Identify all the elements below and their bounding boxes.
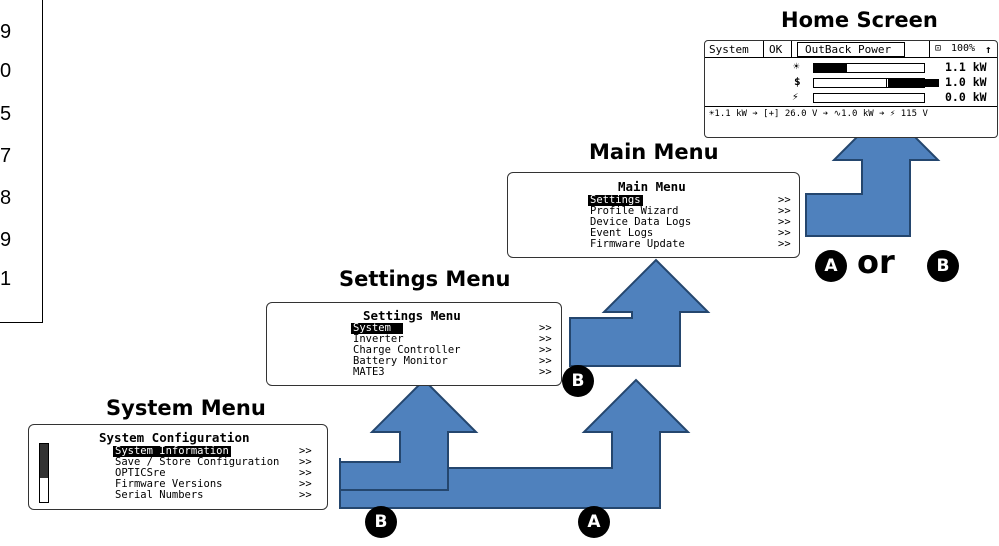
scrollbar[interactable] <box>39 443 49 503</box>
list-number: 7 <box>0 145 12 167</box>
menu-item-event-logs[interactable]: Event Logs <box>590 227 654 239</box>
submenu-arrow: >> <box>299 445 312 457</box>
solar-bar <box>813 63 925 73</box>
dollar-bar <box>813 78 939 88</box>
menu-item-device-data-logs[interactable]: Device Data Logs <box>590 216 692 228</box>
submenu-arrow: >> <box>778 227 791 239</box>
menu-item-save-store-configuration[interactable]: Save / Store Configuration <box>115 456 280 468</box>
submenu-arrow: >> <box>539 344 552 356</box>
settings-menu-display: Settings Menu System Inverter Charge Con… <box>266 302 562 386</box>
dollar-bar-fill <box>888 79 939 87</box>
menu-item-serial-numbers[interactable]: Serial Numbers <box>115 489 204 501</box>
submenu-arrow: >> <box>299 467 312 479</box>
submenu-arrow: >> <box>778 194 791 206</box>
submenu-arrow: >> <box>539 355 552 367</box>
badge-b: B <box>927 250 959 282</box>
list-number: 0 <box>0 60 12 82</box>
dollar-value: 1.0 kW <box>945 75 987 89</box>
up-arrow-icon: ↑ <box>985 43 992 56</box>
list-number: 9 <box>0 21 12 43</box>
arrow-b-system-to-settings <box>339 378 479 491</box>
status-cell: OK <box>769 43 783 56</box>
list-number: 8 <box>0 187 12 209</box>
home-screen-label: Home Screen <box>781 8 938 32</box>
submenu-arrow: >> <box>539 333 552 345</box>
badge-a: A <box>578 506 610 538</box>
load-bar <box>813 93 925 103</box>
badge-b: B <box>562 365 594 397</box>
menu-item-opticsre[interactable]: OPTICSre <box>115 467 166 479</box>
submenu-arrow: >> <box>778 205 791 217</box>
menu-item-system[interactable]: System <box>351 323 403 334</box>
system-cell: System <box>709 43 749 56</box>
menu-item-profile-wizard[interactable]: Profile Wizard <box>590 205 679 217</box>
submenu-arrow: >> <box>299 456 312 468</box>
sun-icon: ☀ <box>793 60 800 73</box>
submenu-arrow: >> <box>778 238 791 250</box>
home-screen-display: System OK OutBack Power ⊡ 100% ↑ ☀ 1.1 k… <box>704 40 998 138</box>
settings-menu-title: Settings Menu <box>363 308 461 323</box>
partial-number-list: 9 0 5 7 8 9 1 <box>0 0 43 323</box>
menu-item-inverter[interactable]: Inverter <box>353 333 404 345</box>
load-value: 0.0 kW <box>945 90 987 104</box>
solar-bar-fill <box>814 64 847 72</box>
submenu-arrow: >> <box>299 489 312 501</box>
list-number: 5 <box>0 103 12 125</box>
system-menu-display: System Configuration System Information … <box>28 424 328 510</box>
system-menu-label: System Menu <box>106 396 266 420</box>
list-number: 1 <box>0 268 12 290</box>
brand-cell: OutBack Power <box>805 43 892 56</box>
battery-icon: ⊡ <box>935 43 942 54</box>
menu-item-settings[interactable]: Settings <box>588 194 643 206</box>
submenu-arrow: >> <box>778 216 791 228</box>
badge-a: A <box>815 250 847 282</box>
settings-menu-label: Settings Menu <box>339 267 511 291</box>
menu-item-battery-monitor[interactable]: Battery Monitor <box>353 355 448 367</box>
menu-item-firmware-update[interactable]: Firmware Update <box>590 238 685 250</box>
menu-item-firmware-versions[interactable]: Firmware Versions <box>115 478 223 490</box>
dollar-icon: $ <box>794 75 801 88</box>
menu-item-charge-controller[interactable]: Charge Controller <box>353 344 461 356</box>
list-number: 9 <box>0 229 12 251</box>
menu-item-system-information[interactable]: System Information <box>113 445 231 457</box>
plug-icon: ⚡ <box>792 90 799 103</box>
scrollbar-thumb[interactable] <box>40 444 48 478</box>
main-menu-title: Main Menu <box>618 179 686 194</box>
battery-percent: 100% <box>951 43 976 54</box>
submenu-arrow: >> <box>299 478 312 490</box>
or-text: or <box>857 243 895 281</box>
submenu-arrow: >> <box>539 322 552 334</box>
submenu-arrow: >> <box>539 366 552 378</box>
solar-value: 1.1 kW <box>945 60 987 74</box>
badge-b: B <box>365 506 397 538</box>
main-menu-display: Main Menu Settings Profile Wizard Device… <box>507 172 800 258</box>
menu-item-mate3[interactable]: MATE3 <box>353 366 385 378</box>
system-menu-title: System Configuration <box>99 430 250 445</box>
arrow-b-settings-to-main <box>569 258 711 367</box>
power-flow-line: ☀1.1 kW ➔ [+] 26.0 V ➔ ∿1.0 kW ➔ ⚡ 115 V <box>709 109 928 119</box>
main-menu-label: Main Menu <box>589 140 719 164</box>
